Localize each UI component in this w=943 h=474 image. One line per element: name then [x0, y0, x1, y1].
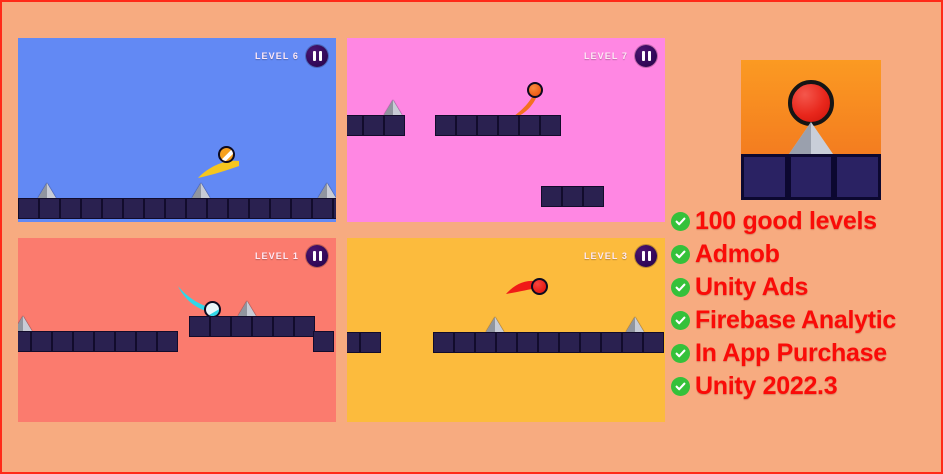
platform-blocks	[347, 332, 381, 353]
list-item: Unity Ads	[671, 271, 939, 304]
level-label: LEVEL 7	[583, 51, 628, 61]
pause-icon[interactable]	[635, 245, 657, 267]
platform-blocks	[18, 331, 178, 352]
game-screenshot-level-1[interactable]: LEVEL 1	[18, 238, 336, 422]
hud-level-1: LEVEL 1	[255, 245, 328, 267]
feature-label: Firebase Analytic	[695, 306, 897, 334]
game-screenshot-level-6[interactable]: LEVEL 6	[18, 38, 336, 222]
player-ball	[527, 82, 543, 98]
pause-icon[interactable]	[306, 45, 328, 67]
list-item: Unity 2022.3	[671, 370, 939, 403]
feature-label: 100 good levels	[695, 207, 877, 235]
ball-trail	[506, 278, 540, 303]
hud-level-3: LEVEL 3	[584, 245, 657, 267]
hud-level-6: LEVEL 6	[255, 45, 328, 67]
spike-obstacle	[238, 301, 256, 316]
pause-icon[interactable]	[635, 45, 657, 67]
ball-trail	[198, 157, 240, 184]
feature-list: 100 good levels Admob Unity Ads Firebase…	[671, 205, 939, 403]
level-label: LEVEL 6	[254, 51, 299, 61]
spike-obstacle	[18, 316, 32, 331]
platform-blocks	[189, 316, 315, 337]
feature-label: Unity Ads	[695, 273, 809, 301]
check-icon	[671, 245, 690, 264]
list-item: Admob	[671, 238, 939, 271]
app-icon[interactable]	[741, 60, 881, 200]
feature-label: In App Purchase	[695, 339, 887, 367]
app-icon-spike-icon	[789, 122, 833, 154]
spike-obstacle	[486, 317, 504, 332]
check-icon	[671, 212, 690, 231]
app-icon-ball	[788, 80, 834, 126]
check-icon	[671, 344, 690, 363]
spike-obstacle	[318, 183, 336, 198]
list-item: In App Purchase	[671, 337, 939, 370]
pause-icon[interactable]	[306, 245, 328, 267]
feature-label: Unity 2022.3	[695, 372, 838, 400]
spike-obstacle	[384, 100, 402, 115]
ground-blocks	[433, 332, 664, 353]
game-screenshot-level-7[interactable]: LEVEL 7	[347, 38, 665, 222]
platform-blocks	[435, 115, 561, 136]
check-icon	[671, 278, 690, 297]
list-item: 100 good levels	[671, 205, 939, 238]
app-icon-blocks	[741, 154, 881, 200]
hud-level-7: LEVEL 7	[584, 45, 657, 67]
level-label: LEVEL 1	[254, 251, 299, 261]
game-screenshot-level-3[interactable]: LEVEL 3	[347, 238, 665, 422]
list-item: Firebase Analytic	[671, 304, 939, 337]
spike-obstacle	[626, 317, 644, 332]
spike-obstacle	[192, 183, 210, 198]
player-ball	[531, 278, 548, 295]
platform-blocks	[541, 186, 604, 207]
ground-blocks	[18, 198, 336, 219]
platform-blocks	[313, 331, 334, 352]
platform-blocks	[347, 115, 405, 136]
level-label: LEVEL 3	[583, 251, 628, 261]
player-ball	[218, 146, 235, 163]
check-icon	[671, 311, 690, 330]
check-icon	[671, 377, 690, 396]
feature-label: Admob	[695, 240, 780, 268]
spike-obstacle	[38, 183, 56, 198]
